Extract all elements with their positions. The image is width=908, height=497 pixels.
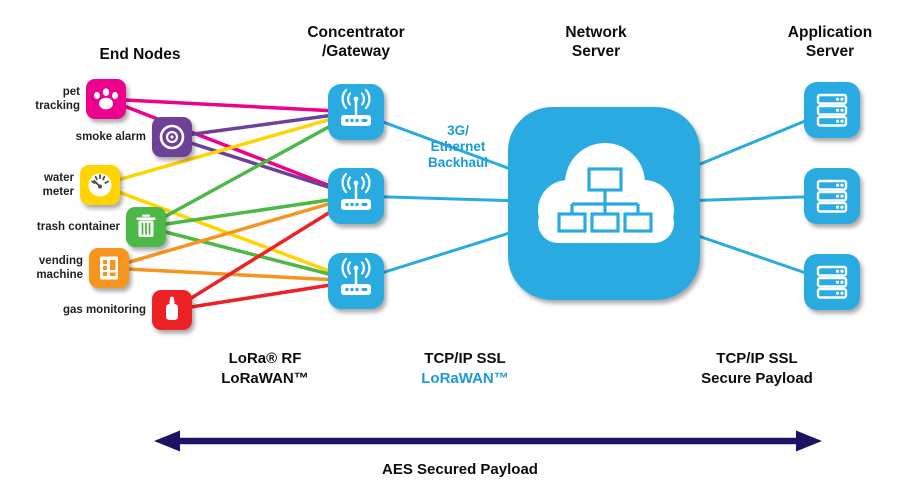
network-server-heading: Network Server <box>516 24 676 62</box>
end-node-pet-tracking <box>86 79 126 119</box>
vending-machine-icon <box>100 256 118 280</box>
aes-scope-arrow <box>154 430 822 452</box>
network-heading-line2: Server <box>571 42 621 60</box>
tcpip-lorawan-label: TCP/IP SSL LoRaWAN™ <box>421 350 509 387</box>
application-server-heading: Application Server <box>750 24 908 62</box>
aes-caption: AES Secured Payload <box>382 461 538 478</box>
application-heading-line2: Server <box>805 42 855 60</box>
antenna-router-icon <box>341 172 371 210</box>
server-stack-icon <box>816 179 848 213</box>
trash-icon <box>136 214 156 237</box>
end-node-gas-monitoring <box>152 290 192 330</box>
application-heading-line1: Application <box>787 24 873 41</box>
end-node-vending-machine <box>89 248 129 288</box>
antenna-router-icon <box>341 257 371 295</box>
application-server-node-2 <box>804 168 860 224</box>
end-node-smoke-alarm <box>152 117 192 157</box>
end-nodes-heading-text: End Nodes <box>99 46 181 63</box>
gauge-icon <box>88 173 112 197</box>
gateway-heading-line2: /Gateway <box>321 42 391 60</box>
gateway-heading-line1: Concentrator <box>307 24 405 41</box>
end-node-trash-container <box>126 207 166 247</box>
smoke-alarm-icon <box>159 124 185 150</box>
gas-monitoring-label: gas monitoring <box>62 304 146 316</box>
network-heading-line1: Network <box>565 24 627 41</box>
tcpip-secure-payload-label: TCP/IP SSL Secure Payload <box>701 350 813 387</box>
trash-container-label: trash container <box>36 221 120 233</box>
cloud-network-icon <box>538 143 674 243</box>
antenna-router-icon <box>341 88 371 126</box>
end-node-water-meter <box>80 165 120 205</box>
lora-rf-label: LoRa® RF LoRaWAN™ <box>221 350 309 387</box>
end-nodes-heading: End Nodes <box>60 46 220 65</box>
network-server-node <box>508 107 700 300</box>
backhaul-label: 3G/ Ethernet Backhaul <box>427 123 489 171</box>
gateway-node-3 <box>328 253 384 309</box>
paw-icon <box>94 88 118 110</box>
server-stack-icon <box>816 265 848 299</box>
application-server-node-1 <box>804 82 860 138</box>
gateway-node-2 <box>328 168 384 224</box>
gateway-heading: Concentrator /Gateway <box>278 24 434 62</box>
gas-canister-icon <box>166 296 178 320</box>
gateway-node-1 <box>328 84 384 140</box>
smoke-alarm-label: smoke alarm <box>75 131 146 143</box>
application-server-node-3 <box>804 254 860 310</box>
server-stack-icon <box>816 93 848 127</box>
